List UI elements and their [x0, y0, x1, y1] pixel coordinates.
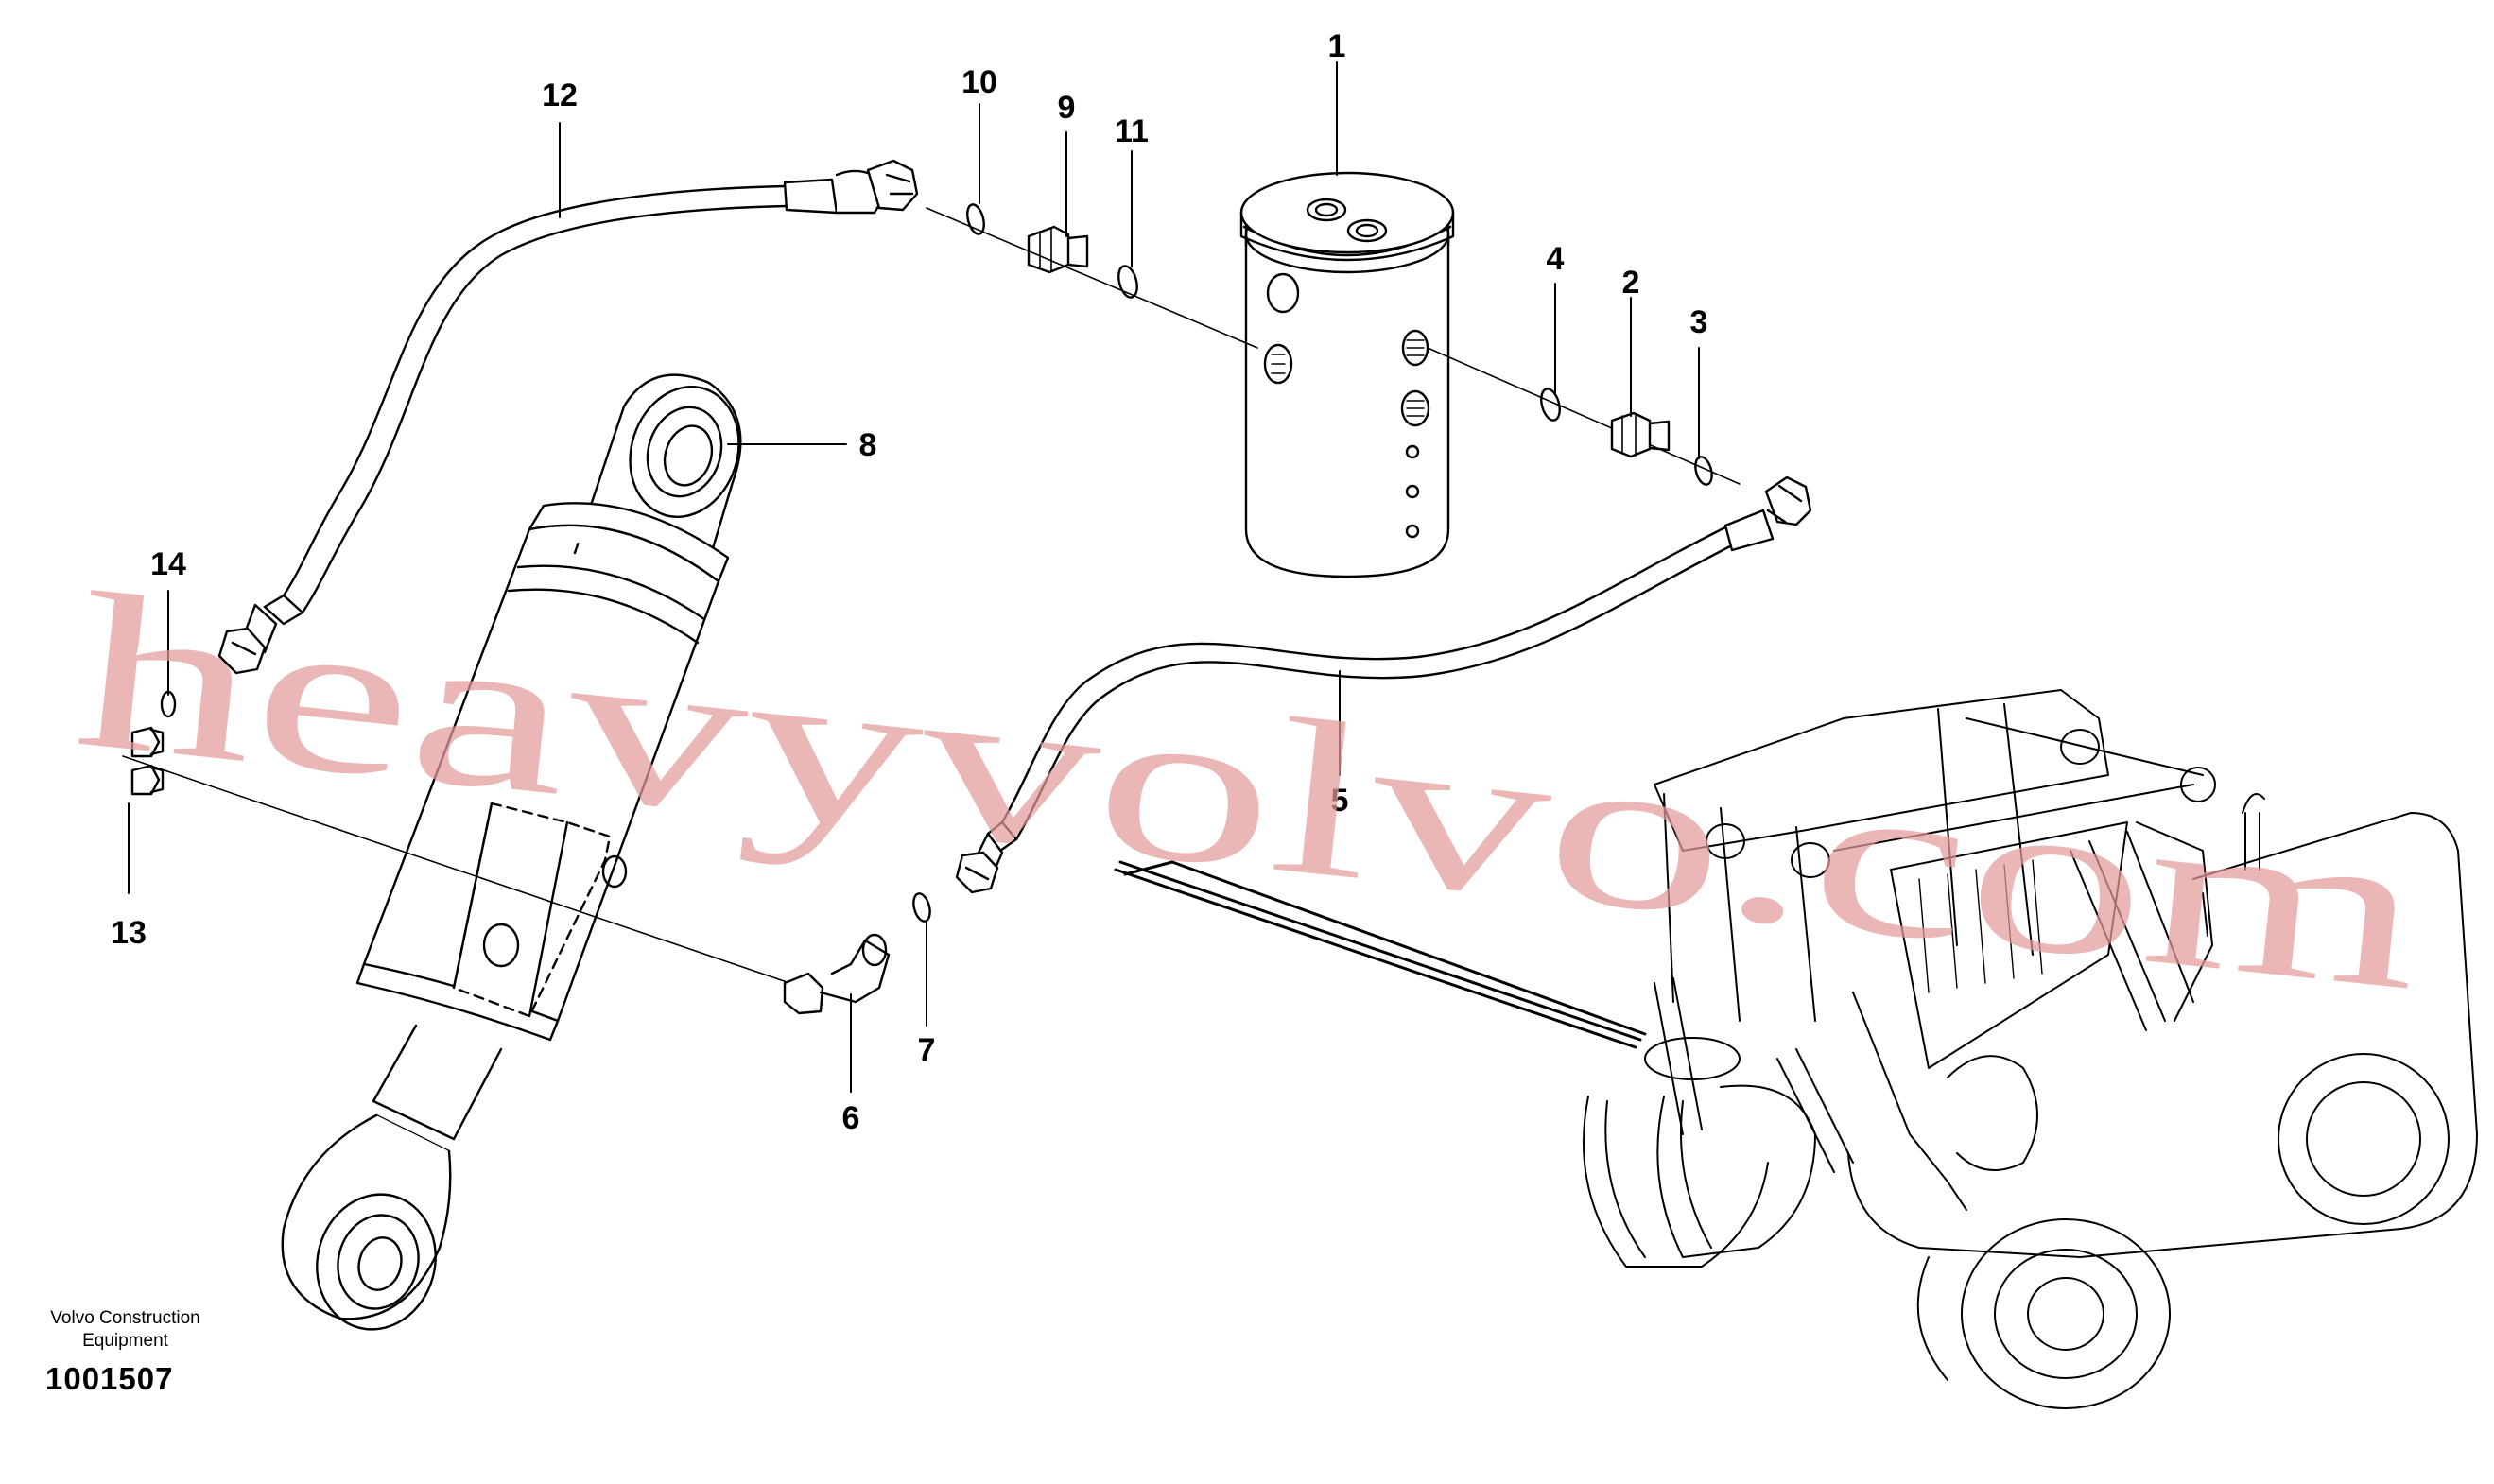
callout-4: 4: [1547, 241, 1565, 277]
forwarder-machine: [1583, 689, 2478, 1409]
callout-1: 1: [1328, 28, 1346, 64]
callout-12: 12: [542, 78, 578, 113]
callout-10: 10: [961, 64, 997, 100]
callout-14: 14: [150, 546, 186, 582]
company-name-line1: Volvo Construction: [50, 1308, 200, 1328]
callout-leaders: [128, 61, 1700, 1093]
callout-labels: 1 2 3 4 5 6 7 8 9 10 11 12 13 14: [111, 28, 1707, 1136]
drawing-number: 1001507: [45, 1361, 174, 1396]
callout-2: 2: [1622, 265, 1640, 301]
upper-fitting-set: [926, 203, 1258, 349]
right-fitting-set: [1427, 347, 1741, 486]
company-name-line2: Equipment: [82, 1331, 168, 1351]
swivel-block: [1239, 171, 1455, 578]
callout-13: 13: [111, 915, 147, 951]
hydraulic-cylinder: [281, 373, 742, 1331]
hose-lower: [955, 475, 1812, 894]
callout-9: 9: [1058, 90, 1076, 126]
machine-pointer-lines: [1114, 860, 1647, 1049]
left-fitting-set: [122, 690, 931, 1015]
callout-3: 3: [1690, 304, 1708, 340]
callout-7: 7: [918, 1032, 936, 1068]
hose-upper: [217, 159, 919, 675]
callout-5: 5: [1331, 783, 1349, 819]
callout-6: 6: [842, 1100, 860, 1136]
callout-8: 8: [859, 427, 877, 463]
callout-11: 11: [1115, 113, 1149, 149]
watermark: heavyvolvo.com: [66, 546, 2433, 1037]
